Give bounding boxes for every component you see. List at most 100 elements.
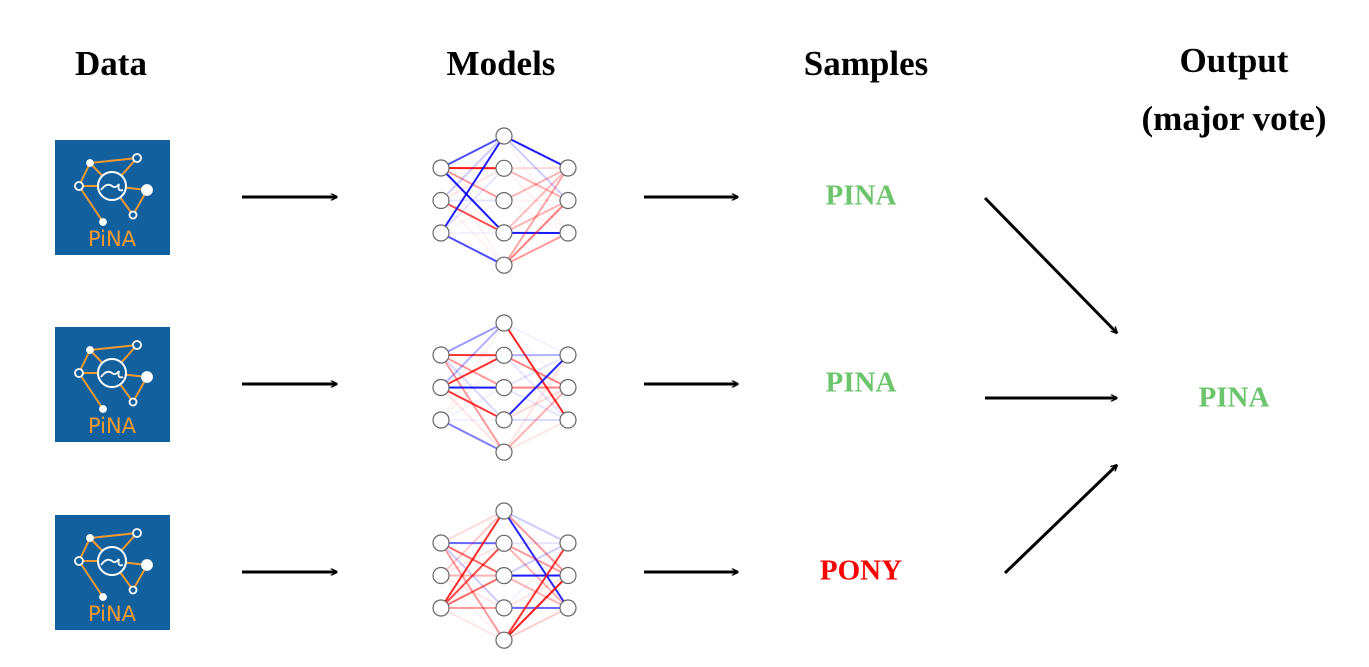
pipeline-row: PiNA PINA <box>55 127 897 274</box>
neuron-node <box>495 379 513 397</box>
weight-edge <box>503 199 569 234</box>
weight-edge <box>440 510 505 544</box>
weight-edge <box>440 419 505 454</box>
weight-edge <box>503 510 569 609</box>
weight-edge <box>503 607 569 642</box>
neuron-node <box>495 411 513 429</box>
neuron-node <box>495 314 513 332</box>
header-output: Output <box>1180 41 1289 80</box>
weight-edge <box>503 510 569 577</box>
sample-label: PINA <box>826 180 897 212</box>
neuron-node <box>495 224 513 242</box>
weight-edge <box>503 542 569 577</box>
header-data: Data <box>75 44 147 83</box>
weight-edge <box>503 419 569 454</box>
weight-edge <box>503 354 569 453</box>
weight-edge <box>440 510 505 609</box>
logo-text: PiNA <box>88 414 137 438</box>
neuron-node <box>432 378 450 397</box>
neuron-node <box>432 566 450 585</box>
weight-edge <box>440 167 505 234</box>
logo-text: PiNA <box>88 602 137 626</box>
pina-logo: PiNA <box>55 327 170 442</box>
neuron-node <box>559 411 577 429</box>
weight-edge <box>503 542 569 609</box>
weight-edge <box>440 322 505 389</box>
neuron-node <box>432 191 450 210</box>
output-label: PINA <box>1199 382 1270 414</box>
sample-label: PINA <box>826 367 897 399</box>
weight-edge <box>440 232 505 267</box>
weight-edge <box>503 386 569 421</box>
weight-edge <box>503 167 569 234</box>
pipeline-row: PiNA PONY <box>55 502 902 649</box>
weight-edge <box>440 135 505 202</box>
neural-network <box>432 314 577 461</box>
weight-edge <box>503 135 569 202</box>
neuron-node <box>432 534 450 552</box>
weight-edge <box>440 386 505 421</box>
arrow-sample-to-output <box>983 196 1117 333</box>
weight-edge <box>440 135 505 169</box>
weight-edge <box>503 167 569 266</box>
weight-edge <box>503 386 569 453</box>
neuron-node <box>559 534 577 552</box>
neuron-node <box>559 159 577 177</box>
neuron-node <box>495 443 513 461</box>
weight-edge <box>503 354 569 389</box>
weight-edge <box>503 542 569 641</box>
neuron-node <box>495 346 513 364</box>
weight-edge <box>440 510 505 577</box>
neuron-node <box>559 566 577 585</box>
weight-edge <box>440 199 505 266</box>
neuron-node <box>559 346 577 364</box>
weight-edge <box>440 322 505 356</box>
weight-edge <box>440 574 505 641</box>
neuron-node <box>559 378 577 397</box>
weight-edge <box>503 232 569 267</box>
weight-edge <box>503 510 569 544</box>
weight-edge <box>440 322 505 421</box>
weight-edge <box>440 542 505 609</box>
weight-edge <box>440 167 505 234</box>
neuron-node <box>559 599 577 617</box>
weight-edge <box>440 607 505 642</box>
header-samples: Samples <box>804 44 928 83</box>
weight-edge <box>503 135 569 234</box>
weight-edge <box>503 167 569 202</box>
neuron-node <box>432 346 450 364</box>
neuron-node <box>495 566 513 585</box>
header-models: Models <box>447 44 556 83</box>
weight-edge <box>503 542 569 577</box>
neural-network <box>432 127 577 274</box>
weight-edge <box>440 354 505 421</box>
neuron-node <box>559 224 577 242</box>
weight-edge <box>440 199 505 234</box>
neuron-node <box>495 502 513 520</box>
weight-edge <box>503 167 569 234</box>
neuron-node <box>495 256 513 274</box>
header-output-subtitle: (major vote) <box>1142 99 1327 138</box>
weight-edge <box>503 354 569 421</box>
weight-edge <box>440 199 505 234</box>
neuron-node <box>559 191 577 210</box>
arrow-sample-to-output <box>1003 465 1117 575</box>
neuron-node <box>432 599 450 617</box>
neuron-node <box>495 599 513 617</box>
weight-edge <box>503 386 569 421</box>
neuron-node <box>495 192 513 210</box>
pipeline-row: PiNA PINA <box>55 314 897 461</box>
weight-edge <box>440 386 505 421</box>
neural-network <box>432 502 577 649</box>
neuron-node <box>495 631 513 649</box>
weight-edge <box>440 386 505 453</box>
neuron-node <box>495 159 513 177</box>
pina-logo: PiNA <box>55 140 170 255</box>
pina-logo: PiNA <box>55 515 170 630</box>
neuron-node <box>495 534 513 552</box>
weight-edge <box>503 574 569 641</box>
neuron-node <box>495 127 513 145</box>
sample-label: PONY <box>820 555 902 587</box>
weight-edge <box>440 135 505 234</box>
